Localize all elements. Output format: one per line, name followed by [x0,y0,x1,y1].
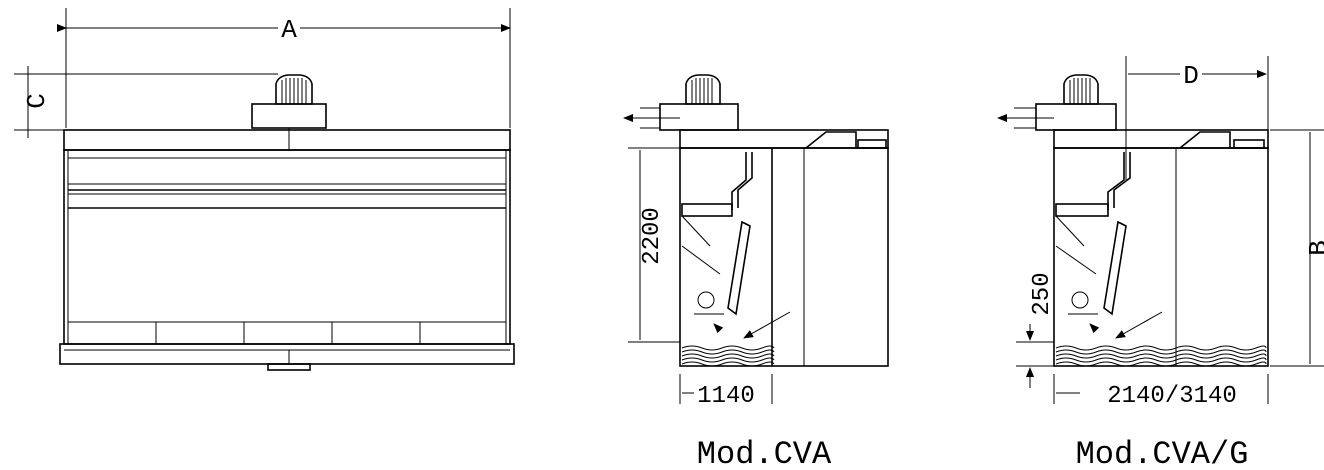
floor-waves-cvag [1055,345,1267,367]
dimension-d: D [1125,56,1269,180]
dimension-a-label: A [281,15,297,45]
side-fan-cva [640,74,739,131]
front-view: A C [14,8,515,371]
dimension-a: A [57,8,511,128]
side-view-cva: 2200 1140 Mod.CVA [623,74,889,470]
dimension-2200: 2200 [628,147,680,343]
dimension-b-label: B [1304,240,1324,256]
dimension-1140-label: 1140 [697,383,755,410]
dimension-2200-label: 2200 [639,207,666,265]
side-fan-cvag [1014,74,1117,131]
floor-waves-cva [681,345,775,367]
dimension-b: B [1270,129,1324,367]
side-view-cvag: D 250 [997,56,1324,470]
dimension-c: C [14,66,278,138]
dimension-c-label: C [22,93,52,109]
dimension-2140-3140: 2140/3140 [1053,374,1269,410]
dimension-250-label: 250 [1029,272,1056,315]
dimension-1140: 1140 [679,374,773,410]
front-booth [59,129,515,371]
dimension-250: 250 [1016,272,1056,388]
dimension-2140-3140-label: 2140/3140 [1107,383,1237,410]
front-fan [251,74,327,150]
model-label-cvag: Mod.CVA/G [1076,436,1249,470]
model-label-cva: Mod.CVA [697,436,832,470]
dimension-d-label: D [1183,61,1199,91]
